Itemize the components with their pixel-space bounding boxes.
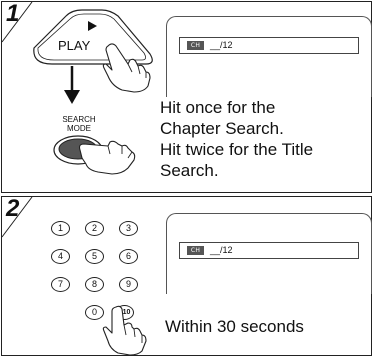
key-2[interactable]: 2 [85,221,104,236]
tv-screen: CH __/12 [166,16,372,97]
step-number: 1 [6,0,20,27]
ch-indicator: CH [187,246,204,255]
osd-chapter-bar: CH __/12 [179,242,359,259]
step-number: 2 [6,195,20,222]
instruction-line: Hit twice for the Title [160,140,314,159]
hand-pointer-icon [102,43,151,93]
key-4[interactable]: 4 [51,249,70,264]
search-mode-label: SEARCH MODE [62,115,96,133]
key-3[interactable]: 3 [119,221,138,236]
key-7[interactable]: 7 [51,277,70,292]
step-corner-divider [1,1,33,43]
step-2-panel: 2 1 2 3 4 5 6 7 8 9 0 +10 CH __/12 Withi… [1,195,372,356]
arrow-down-icon [64,66,80,104]
step-1-panel: 1 PLAY SEARCH MODE CH __/12 Hit [1,0,372,193]
osd-chapter-bar: CH __/12 [179,37,359,54]
play-icon [88,21,97,31]
play-button[interactable] [28,8,158,70]
hand-pointer-icon [102,305,147,356]
instruction-line: Chapter Search. [160,119,284,138]
step-1-instructions: Hit once for the Chapter Search. Hit twi… [160,97,313,181]
key-8[interactable]: 8 [85,277,104,292]
key-0[interactable]: 0 [85,305,104,320]
ch-indicator: CH [187,41,204,50]
hand-pointer-icon [78,140,136,175]
key-5[interactable]: 5 [85,249,104,264]
step-corner-divider [1,196,33,238]
key-9[interactable]: 9 [119,277,138,292]
instruction-line: Search. [160,161,219,180]
time-limit-note: Within 30 seconds [165,317,304,336]
chapter-number-field: __/12 [210,245,233,255]
tv-screen: CH __/12 [166,213,372,294]
key-1[interactable]: 1 [51,221,70,236]
play-button-label: PLAY [58,38,91,53]
instruction-line: Hit once for the [160,98,276,117]
key-6[interactable]: 6 [119,249,138,264]
chapter-number-field: __/12 [210,40,233,50]
